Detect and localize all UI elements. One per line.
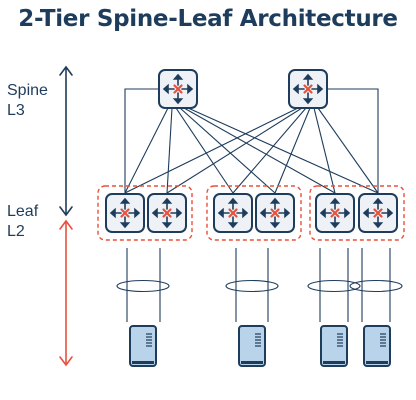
spine-name: Spine — [7, 82, 48, 99]
leaf-switch-6 — [357, 192, 399, 234]
spine-label: Spine L3 — [7, 81, 48, 121]
server-1 — [129, 325, 157, 367]
link-aggregation-marks — [116, 279, 403, 293]
leaf-name: Leaf — [7, 203, 39, 220]
leaf-scope-arrow — [59, 219, 73, 367]
spine-scope-arrow — [59, 65, 73, 217]
lag-2 — [225, 279, 279, 293]
page-title: 2-Tier Spine-Leaf Architecture — [18, 6, 398, 32]
lag-4 — [349, 279, 403, 293]
server-links — [126, 248, 391, 322]
leaf-pair-groups — [97, 185, 405, 241]
server-2 — [238, 325, 266, 367]
server-4 — [363, 325, 391, 367]
server-3 — [320, 325, 348, 367]
leaf-switch-2 — [146, 192, 188, 234]
spine-layer: L3 — [7, 102, 25, 119]
spine-outer-links — [124, 88, 379, 193]
leaf-pair-1 — [97, 185, 193, 241]
leaf-switch-1 — [104, 192, 146, 234]
leaf-layer: L2 — [7, 223, 25, 240]
leaf-switch-4 — [254, 192, 296, 234]
lag-1 — [116, 279, 170, 293]
leaf-pair-3 — [309, 185, 405, 241]
lag-3 — [307, 279, 361, 293]
spine-switch-2 — [287, 68, 329, 110]
leaf-switch-3 — [212, 192, 254, 234]
fabric-links — [124, 107, 379, 194]
spine-switch-1 — [157, 68, 199, 110]
leaf-pair-2 — [206, 185, 302, 241]
leaf-label: Leaf L2 — [7, 202, 38, 242]
leaf-switch-5 — [314, 192, 356, 234]
